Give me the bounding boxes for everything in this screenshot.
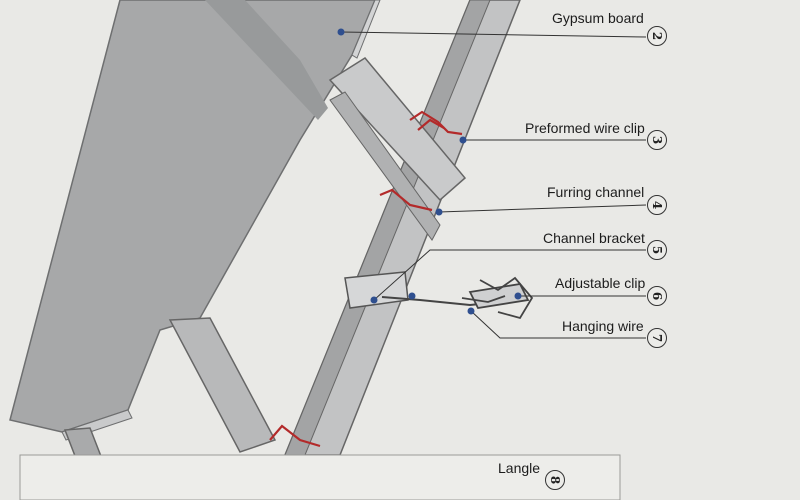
channel-bracket-label: Channel bracket <box>543 230 645 246</box>
langle-inset-box <box>19 454 621 500</box>
adjustable-clip-label: Adjustable clip <box>555 275 646 291</box>
callout-number-5: 5 <box>647 240 667 260</box>
preformed-wire-clip-label: Preformed wire clip <box>525 120 645 136</box>
callout-number-3: 3 <box>647 130 667 150</box>
leader-dots <box>337 28 522 315</box>
callout-number-8: 8 <box>545 470 565 490</box>
gypsum-board-edge <box>351 0 381 59</box>
gypsum-board-shadow <box>205 0 328 120</box>
adjustable-clip-shape <box>461 276 534 320</box>
furring-channel-lower-flange <box>329 91 441 241</box>
langle-label: Langle <box>498 460 541 476</box>
callout-number-7: 7 <box>647 328 667 348</box>
furring-channel-upper <box>328 57 467 202</box>
preformed-wire-clip-shape <box>269 110 463 448</box>
callout-number-4: 4 <box>647 195 667 215</box>
lower-channel <box>168 317 277 453</box>
gypsum-board-label: Gypsum board <box>552 10 644 26</box>
hanging-wire-label: Hanging wire <box>562 318 644 334</box>
callout-number-6: 6 <box>647 286 667 306</box>
furring-channel-label: Furring channel <box>547 184 645 200</box>
callout-number-2: 2 <box>647 26 667 46</box>
